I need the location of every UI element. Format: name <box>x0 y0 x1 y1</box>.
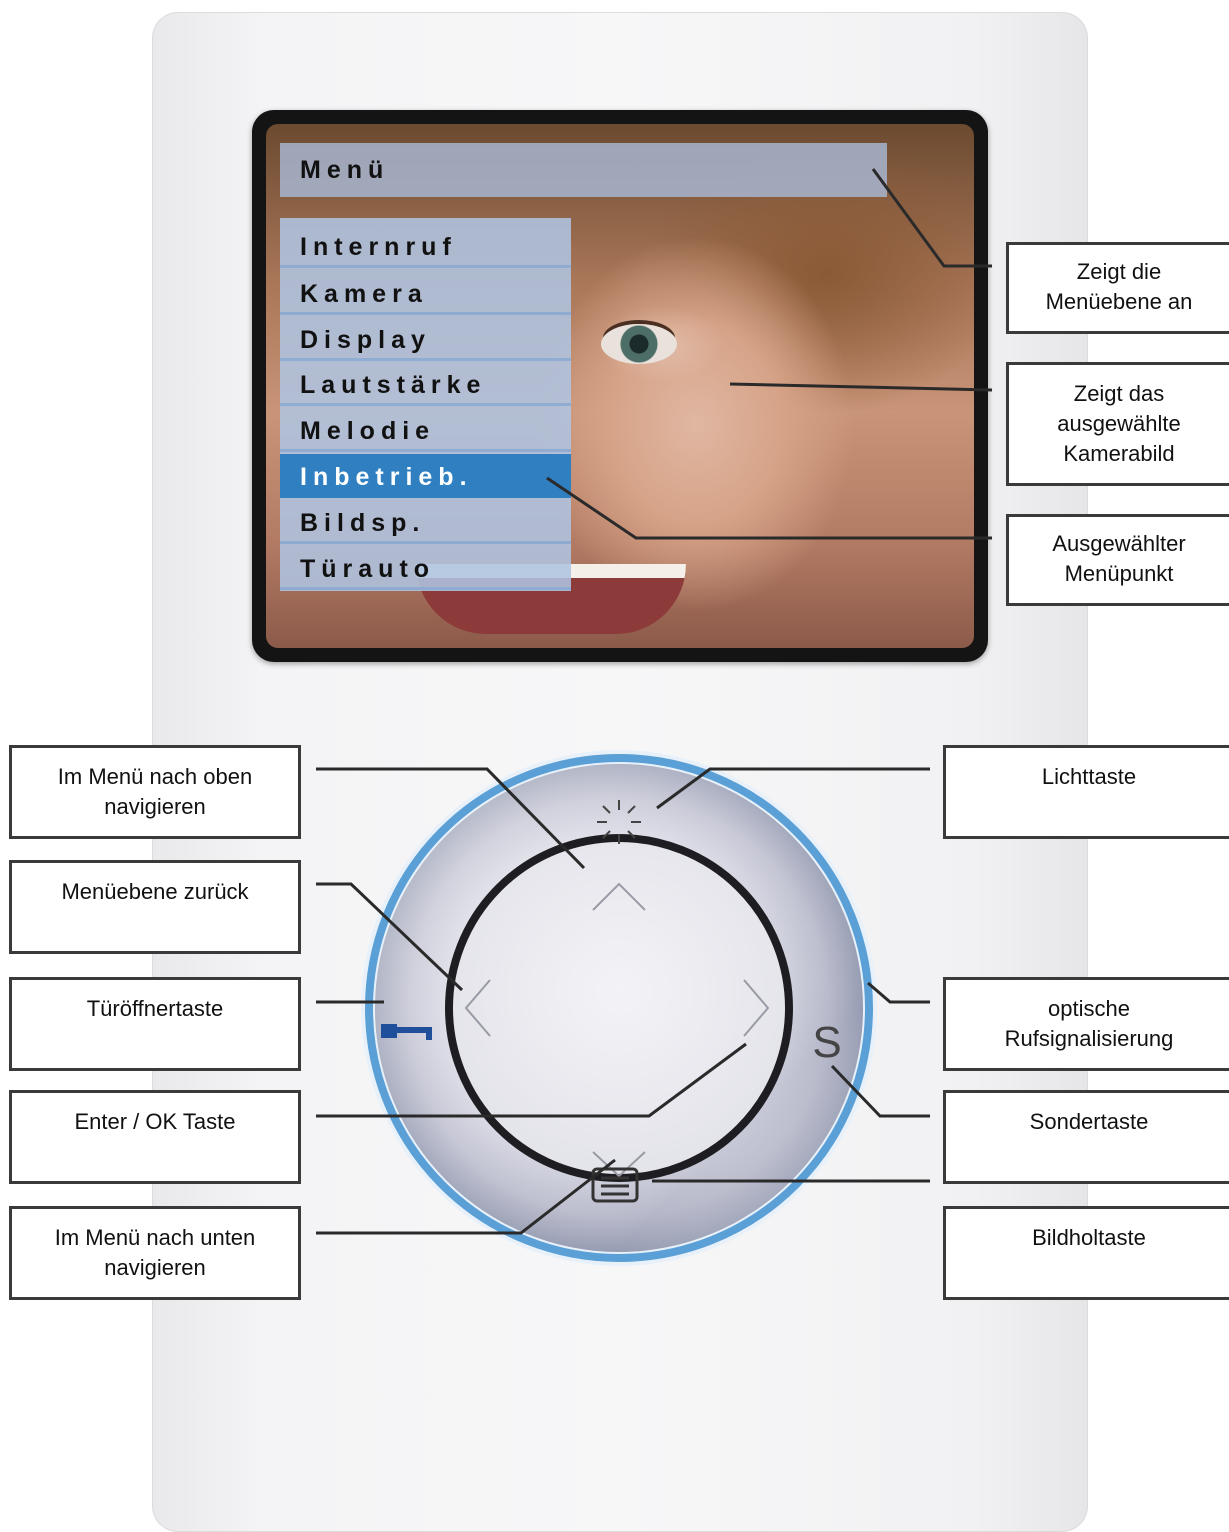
menu-item[interactable]: Bildsp. <box>280 500 571 544</box>
chevron-down-icon[interactable] <box>592 1151 646 1178</box>
callout-camera-image: Zeigt das ausgewählte Kamerabild <box>1006 362 1229 486</box>
key-icon[interactable] <box>381 1024 432 1040</box>
menu-item[interactable]: Türauto <box>280 546 571 590</box>
leader-enter-ok <box>316 1042 747 1118</box>
leader-selected-item <box>546 476 992 540</box>
menu-item[interactable]: Inbetrieb. <box>280 454 571 498</box>
special-key-label[interactable]: S <box>812 1018 841 1067</box>
menu-item[interactable]: Display <box>280 317 571 361</box>
chevron-left-icon[interactable] <box>464 979 491 1037</box>
callout-image-hold-line-1: Bildholtaste <box>1032 1225 1146 1250</box>
leader-call-signal <box>867 981 930 1004</box>
callout-camera-image-line-1: Zeigt das <box>1073 381 1165 406</box>
callout-menu-level-line-2: Menüebene an <box>1045 289 1193 314</box>
callout-special-line-1: Sondertaste <box>1029 1109 1149 1134</box>
menu-title-bar <box>280 143 887 197</box>
callout-menu-level: Zeigt die Menüebene an <box>1006 242 1229 334</box>
menu-title: Menü <box>300 156 390 184</box>
leader-menu-level <box>871 168 992 268</box>
nav-dial[interactable] <box>445 834 793 1182</box>
menu-item[interactable]: Lautstärke <box>280 362 571 406</box>
leader-menu-back <box>316 882 464 992</box>
callout-camera-image-line-3: Kamerabild <box>1063 441 1175 466</box>
callout-special: Sondertaste <box>943 1090 1229 1184</box>
callout-light: Lichttaste <box>943 745 1229 839</box>
leader-nav-down <box>316 1158 616 1235</box>
leader-nav-up <box>316 767 586 870</box>
callout-call-signal-line-1: optische <box>1048 996 1130 1021</box>
callout-image-hold: Bildholtaste <box>943 1206 1229 1300</box>
callout-nav-up: Im Menü nach oben navigieren <box>9 745 301 839</box>
leader-light <box>656 767 930 810</box>
callout-camera-image-line-2: ausgewählte <box>1057 411 1181 436</box>
menu-item[interactable]: Internruf <box>280 224 571 268</box>
leader-camera-image <box>729 382 993 392</box>
camera-image-eye <box>601 324 677 364</box>
callout-enter-ok: Enter / OK Taste <box>9 1090 301 1184</box>
callout-call-signal-line-2: Rufsignalisierung <box>1004 1026 1174 1051</box>
callout-nav-down: Im Menü nach unten navigieren <box>9 1206 301 1300</box>
leader-special <box>830 1064 930 1118</box>
callout-nav-up-line-2: navigieren <box>104 794 206 819</box>
callout-selected-menu-item-line-1: Ausgewählter <box>1052 531 1186 556</box>
callout-selected-menu-item-line-2: Menüpunkt <box>1064 561 1174 586</box>
light-icon[interactable] <box>597 800 641 844</box>
call-signal-ring <box>365 754 873 1262</box>
control-panel: S <box>316 168 993 1266</box>
callout-menu-level-line-1: Zeigt die <box>1076 259 1162 284</box>
callout-selected-menu-item: Ausgewählter Menüpunkt <box>1006 514 1229 606</box>
callout-call-signal: optische Rufsignalisierung <box>943 977 1229 1071</box>
callout-nav-down-line-1: Im Menü nach unten <box>54 1225 256 1250</box>
callout-door-opener-line-1: Türöffnertaste <box>86 996 224 1021</box>
callout-light-line-1: Lichttaste <box>1041 764 1137 789</box>
callout-enter-ok-line-1: Enter / OK Taste <box>74 1109 236 1134</box>
chevron-up-icon[interactable] <box>592 882 646 911</box>
callout-nav-down-line-2: navigieren <box>104 1255 206 1280</box>
callout-door-opener: Türöffnertaste <box>9 977 301 1071</box>
menu-item[interactable]: Melodie <box>280 408 571 452</box>
image-hold-icon[interactable] <box>591 1167 639 1203</box>
callout-nav-up-line-1: Im Menü nach oben <box>57 764 253 789</box>
menu-item[interactable]: Kamera <box>280 271 571 315</box>
callout-menu-back: Menüebene zurück <box>9 860 301 954</box>
chevron-right-icon[interactable] <box>743 979 770 1037</box>
callout-menu-back-line-1: Menüebene zurück <box>61 879 249 904</box>
